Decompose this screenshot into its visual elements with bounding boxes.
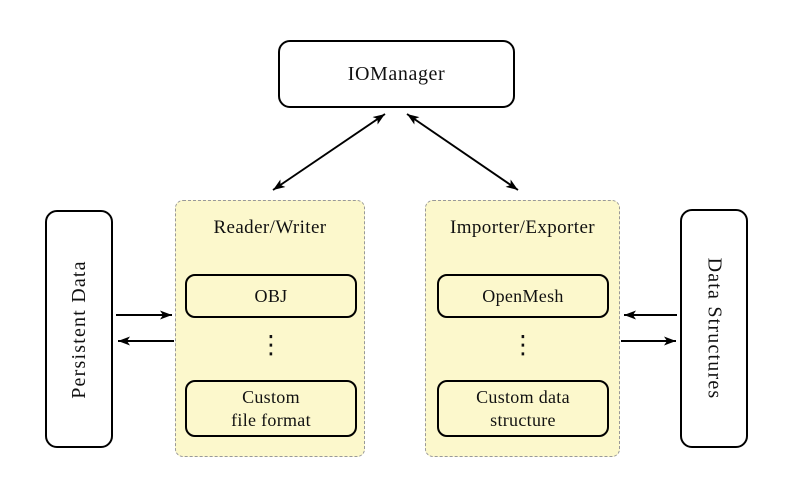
openmesh-label: OpenMesh xyxy=(482,285,564,306)
arrow-iomanager-importer-exporter xyxy=(406,113,519,191)
node-openmesh: OpenMesh xyxy=(437,274,609,318)
data-structures-label: Data Structures xyxy=(703,257,726,400)
custom-file-format-line1: Custom xyxy=(242,386,300,407)
node-iomanager: IOManager xyxy=(278,40,515,108)
node-persistent-data: Persistent Data xyxy=(45,210,113,448)
obj-label: OBJ xyxy=(254,285,288,306)
node-custom-file-format: Custom file format xyxy=(185,380,357,437)
node-obj: OBJ xyxy=(185,274,357,318)
reader-writer-title: Reader/Writer xyxy=(213,217,327,238)
persistent-data-label: Persistent Data xyxy=(67,259,90,399)
iomanager-label: IOManager xyxy=(347,62,446,85)
vdots-icon: ⋮ xyxy=(258,330,284,359)
custom-data-structure-line1: Custom data xyxy=(476,386,570,407)
vdots-icon: ⋮ xyxy=(510,330,536,359)
node-data-structures: Data Structures xyxy=(680,209,748,448)
arrow-iomanager-reader-writer xyxy=(272,113,386,191)
custom-file-format-line2: file format xyxy=(231,409,311,430)
importer-exporter-title: Importer/Exporter xyxy=(449,217,596,238)
node-custom-data-structure: Custom data structure xyxy=(437,380,609,437)
custom-data-structure-line2: structure xyxy=(490,409,556,430)
